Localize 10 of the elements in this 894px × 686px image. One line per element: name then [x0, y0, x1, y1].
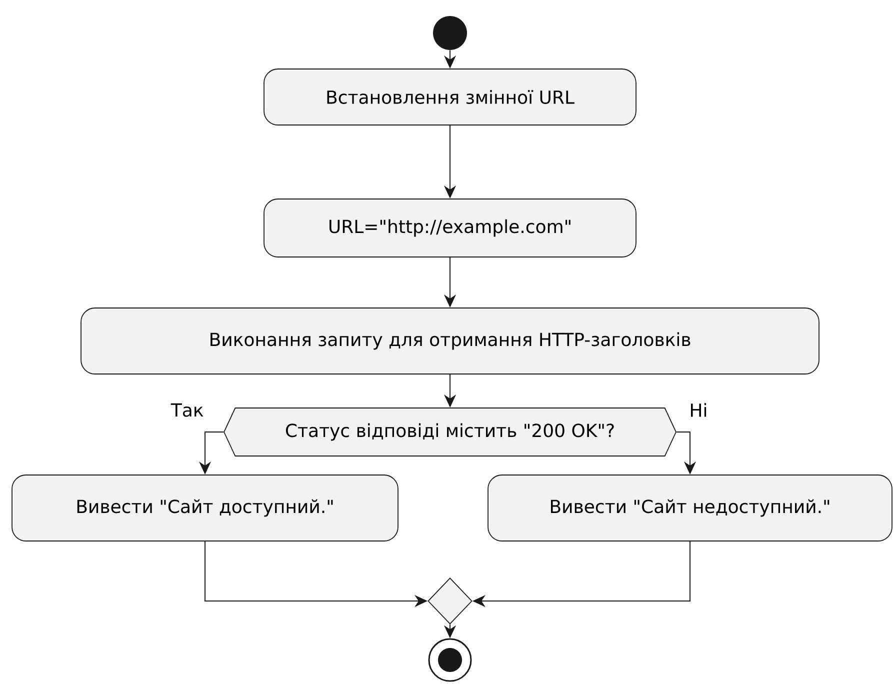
edge-label: Ні [688, 402, 709, 418]
action-box: URL="http://example.com" [264, 198, 636, 258]
action-box: Встановлення змінної URL [264, 68, 636, 126]
end-circle [428, 638, 472, 682]
action-box: Вивести "Сайт доступний." [12, 474, 398, 542]
edge-label: Так [170, 402, 205, 418]
action-box: Вивести "Сайт недоступний." [488, 474, 892, 542]
action-box: Виконання запиту для отримання HTTP-заголовків [80, 308, 820, 374]
merge-diamond [428, 578, 472, 624]
start-circle [433, 16, 467, 50]
